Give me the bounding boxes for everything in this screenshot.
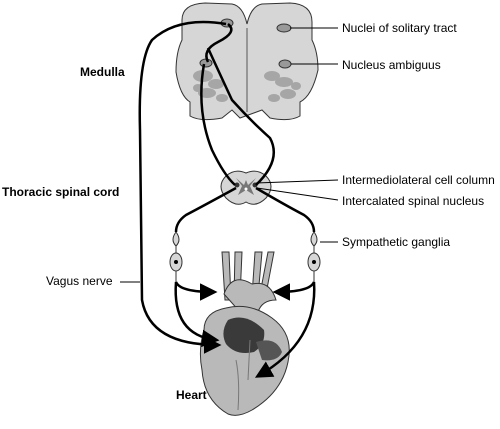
- label-nuclei-solitary-tract: Nuclei of solitary tract: [342, 21, 457, 35]
- medulla-section: [175, 2, 319, 121]
- postganglionic-right-upper: [272, 281, 316, 301]
- sympathetic-ganglia: [169, 231, 321, 282]
- postganglionic-left-lower: [174, 281, 220, 348]
- heart-illustration: [199, 251, 290, 416]
- label-heart: Heart: [176, 388, 207, 402]
- solitary-connection: [205, 23, 233, 63]
- postganglionic-right-lower: [254, 281, 316, 378]
- vagus-pathway: [138, 20, 227, 354]
- ambiguus-nucleus-right: [278, 59, 292, 69]
- postganglionic-left-upper: [174, 281, 218, 301]
- preganglionic-right: [255, 186, 316, 233]
- preganglionic-left: [174, 186, 237, 233]
- label-medulla: Medulla: [80, 65, 125, 79]
- iml-left: [234, 182, 240, 188]
- label-thoracic-spinal-cord: Thoracic spinal cord: [2, 185, 120, 199]
- label-intermediolateral-cell-column: Intermediolateral cell column: [342, 173, 495, 187]
- nerve-pathways: [138, 20, 316, 378]
- descending-right: [206, 47, 275, 186]
- label-nucleus-ambiguus: Nucleus ambiguus: [342, 58, 441, 72]
- label-vagus-nerve: Vagus nerve: [46, 274, 113, 288]
- leader-lines: [120, 27, 339, 283]
- label-intercalated-spinal-nucleus: Intercalated spinal nucleus: [342, 194, 485, 208]
- spinal-cord-section: [220, 170, 272, 205]
- solitary-nucleus-right: [276, 23, 292, 33]
- descending-left: [200, 63, 236, 186]
- label-sympathetic-ganglia: Sympathetic ganglia: [342, 235, 451, 249]
